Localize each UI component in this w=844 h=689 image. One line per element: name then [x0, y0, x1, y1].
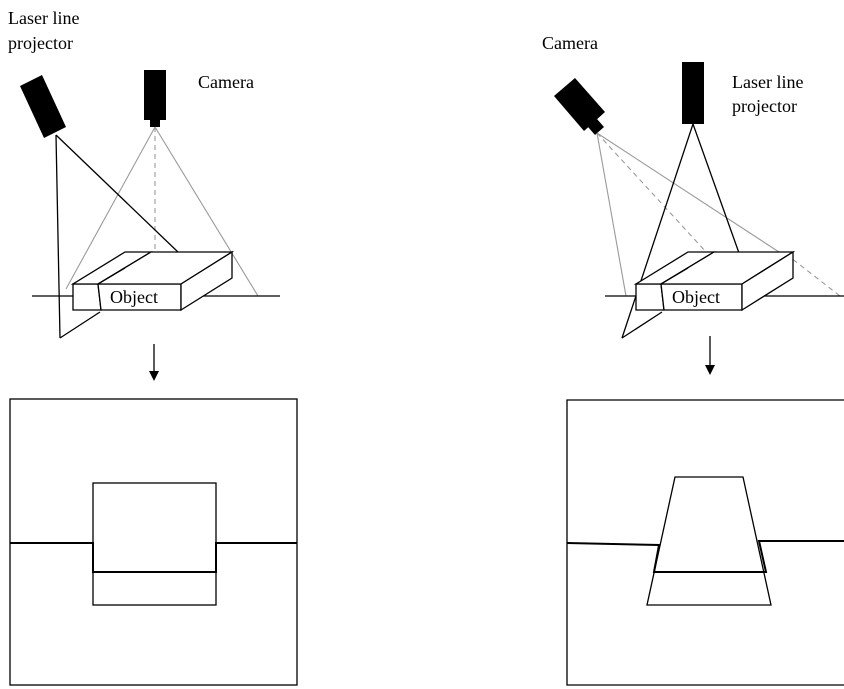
right-camera-ray-continuation [785, 253, 841, 297]
left-setup: Laser line projector Camera Object [8, 8, 298, 686]
right-laser-label-line2: projector [732, 96, 797, 116]
left-object-box [70, 250, 235, 312]
right-laser-label-line1: Laser line [732, 72, 803, 92]
right-camera-ray-right [596, 132, 783, 255]
left-camera-ray-left [65, 126, 156, 290]
left-image-laser-line [10, 542, 297, 573]
left-laser-label-line2: projector [8, 33, 73, 53]
left-laser-ray-left [55, 134, 61, 339]
right-image-object-outline [646, 476, 772, 606]
right-laser-ray-left [621, 123, 694, 339]
right-camera-label: Camera [542, 33, 598, 53]
right-image-laser-line [566, 540, 844, 573]
right-object-label: Object [672, 287, 720, 307]
right-object-box [633, 250, 796, 312]
left-laser-ray-right [55, 134, 180, 254]
right-camera-axis [596, 132, 719, 266]
left-laser-plane-bottom [59, 311, 101, 339]
left-camera-label: Camera [198, 72, 254, 92]
right-laser-ray-right [692, 123, 740, 254]
left-object-label: Object [110, 287, 158, 307]
left-camera-icon [144, 70, 166, 120]
left-laser-label-line1: Laser line [8, 8, 79, 28]
left-camera-ray-right [154, 126, 259, 297]
right-laser-projector-icon [682, 62, 704, 124]
right-camera-icon [554, 78, 605, 131]
right-setup: Camera Laser line projector Object [542, 33, 844, 686]
right-camera-image-frame [566, 399, 844, 686]
left-image-object-outline [92, 482, 217, 606]
left-camera-lens-icon [150, 119, 160, 127]
left-laser-projector-icon [20, 75, 66, 138]
right-laser-plane-bottom [621, 311, 663, 339]
right-camera-lens-icon [588, 119, 604, 135]
right-camera-ray-left [596, 132, 627, 297]
